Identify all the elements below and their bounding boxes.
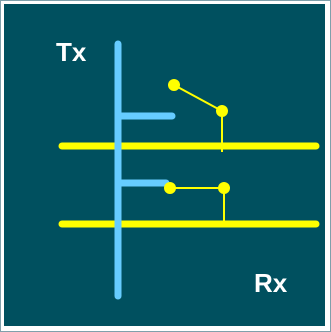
lower-connector bbox=[164, 182, 230, 226]
lower-connector-node-right bbox=[218, 182, 230, 194]
upper-connector-node-left bbox=[168, 79, 180, 91]
rx-label: Rx bbox=[254, 268, 288, 298]
lower-connector-node-left bbox=[164, 182, 176, 194]
upper-connector bbox=[168, 79, 228, 152]
upper-connector-link bbox=[173, 84, 223, 112]
upper-connector-node-right bbox=[216, 105, 228, 117]
diagram-panel bbox=[4, 4, 325, 326]
tx-label: Tx bbox=[56, 37, 87, 67]
